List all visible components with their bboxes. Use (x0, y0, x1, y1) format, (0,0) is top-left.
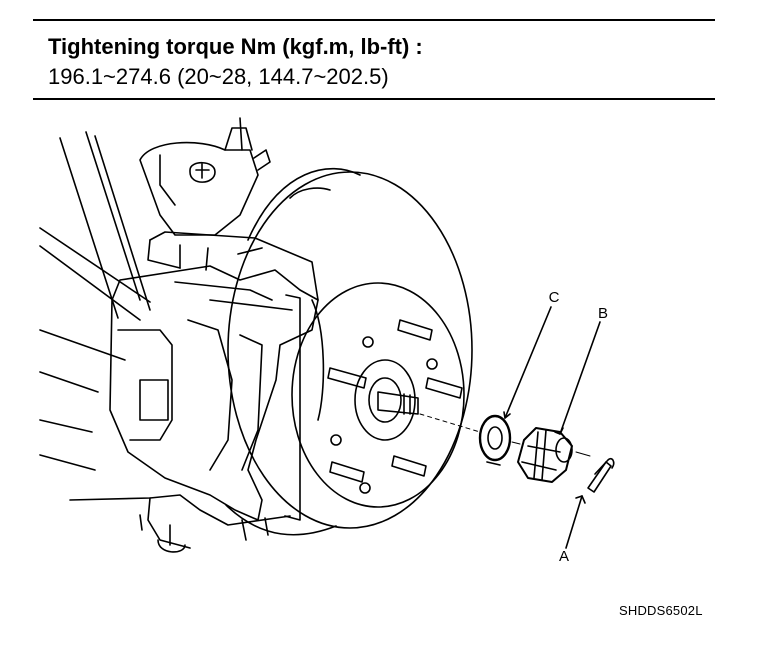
callout-c-label: C (549, 289, 560, 306)
leader-a (565, 495, 583, 549)
castle-nut (517, 427, 573, 483)
top-rule (33, 19, 715, 21)
strut-lines (39, 131, 151, 471)
wheel-hub (291, 282, 465, 508)
brake-caliper (109, 231, 325, 521)
lower-knuckle (69, 494, 291, 553)
axis-line (419, 413, 591, 457)
bottom-rule (33, 98, 715, 100)
steering-knuckle (139, 117, 271, 236)
torque-spec-title: Tightening torque Nm (kgf.m, lb-ft) : (48, 34, 423, 59)
leader-b (559, 321, 601, 435)
cotter-pin (587, 457, 615, 493)
callout-b-label: B (598, 305, 608, 322)
figure-code: SHDDS6502L (619, 603, 703, 618)
callout-a-label: A (559, 548, 569, 565)
leader-c (504, 306, 552, 419)
brake-disc (225, 167, 473, 536)
torque-spec-value: 196.1~274.6 (20~28, 144.7~202.5) (48, 64, 389, 89)
callout-leaders (503, 306, 601, 549)
washer (478, 414, 512, 466)
